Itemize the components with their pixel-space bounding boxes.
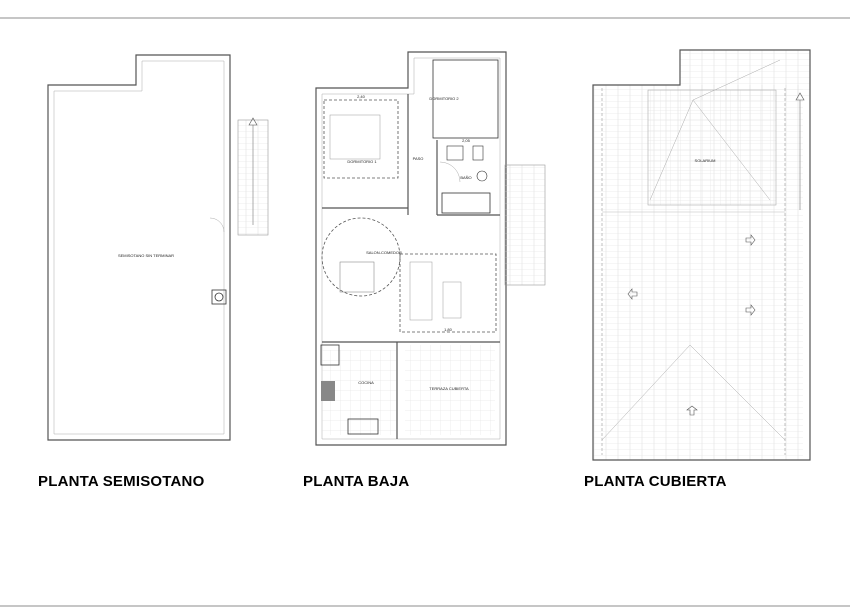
dimension-label: 2,05 xyxy=(462,138,471,143)
room-label: DORMITORIO 1 xyxy=(347,159,377,164)
plan-semisotano: SEMISOTANO SIN TERMINAR xyxy=(47,54,269,441)
plan-title-cubierta: PLANTA CUBIERTA xyxy=(584,473,727,490)
dimension-label: 1,80 xyxy=(444,327,453,332)
plan-title-semisotano: PLANTA SEMISOTANO xyxy=(38,473,205,490)
slope-arrow-icons xyxy=(627,234,756,416)
plan-cubierta: SOLARIUM xyxy=(592,49,811,461)
dimension-label: 2,40 xyxy=(357,94,366,99)
room-label: SOLARIUM xyxy=(695,158,716,163)
room-label: TERRAZA CUBIERTA xyxy=(429,386,469,391)
plan-baja: DORMITORIO 1 DORMITORIO 2 PASO BAÑO SALO… xyxy=(315,51,546,446)
plan-title-baja: PLANTA BAJA xyxy=(303,473,410,490)
room-label: COCINA xyxy=(358,380,374,385)
room-label: SEMISOTANO SIN TERMINAR xyxy=(118,253,174,258)
room-label: PASO xyxy=(413,156,424,161)
room-label: SALON-COMEDOR xyxy=(366,250,402,255)
room-label: DORMITORIO 2 xyxy=(429,96,459,101)
room-label: BAÑO xyxy=(460,175,471,180)
